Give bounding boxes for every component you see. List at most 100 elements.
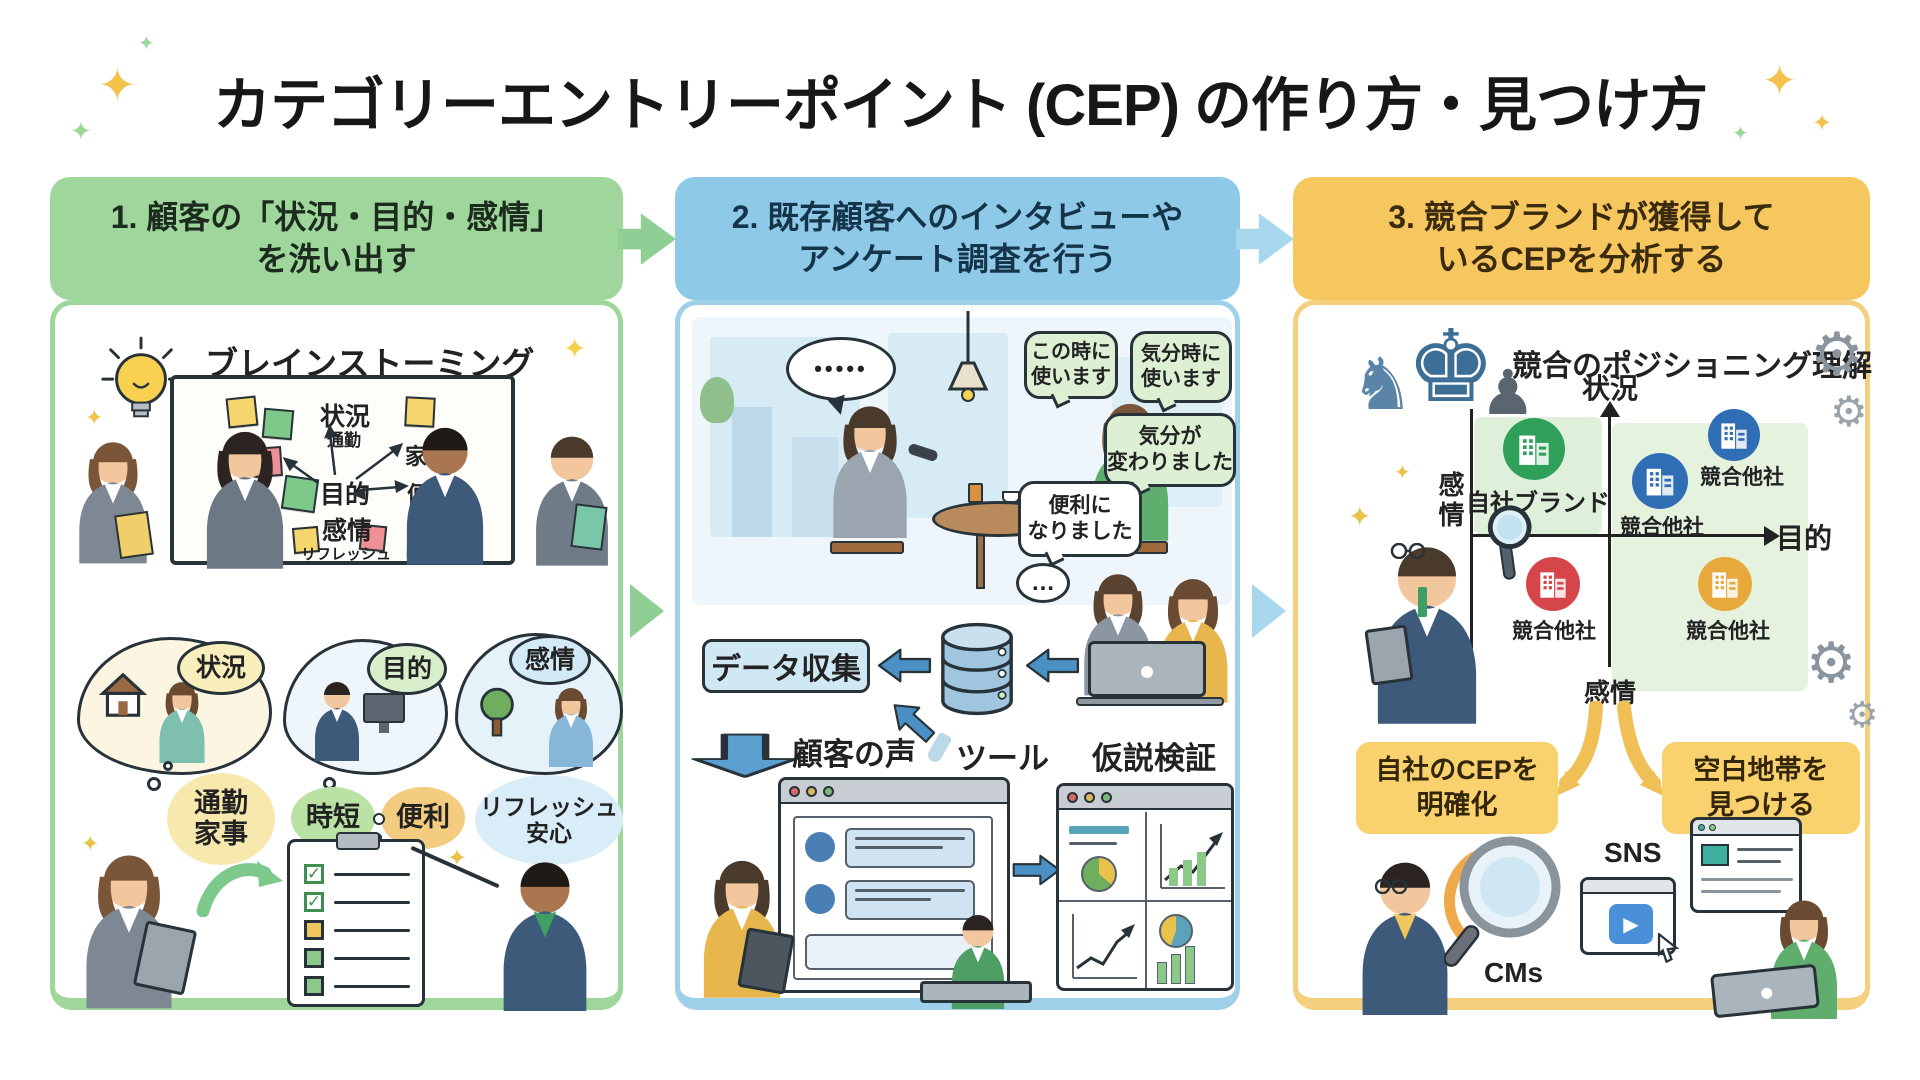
- speech-dots-bubble-small: …: [1016, 563, 1070, 603]
- clipboard: [1364, 624, 1414, 686]
- sparkle-icon: ✦: [85, 405, 104, 430]
- doc-line: [1737, 848, 1793, 851]
- teal-clipboard: [570, 503, 608, 551]
- document-window-icon: [1690, 817, 1802, 913]
- window-titlebar: [781, 780, 1007, 804]
- sparkle-icon: ✦: [138, 33, 155, 55]
- step3-header-line1: 3. 競合ブランドが獲得して: [1388, 198, 1775, 235]
- chair: [830, 541, 904, 554]
- step1-header-line1: 1. 顧客の「状況・目的・感情」: [110, 198, 563, 235]
- speech-line: リフレッシュ: [480, 793, 618, 820]
- board-word-kanjou: 感情: [322, 517, 373, 545]
- window-dot-red: [789, 785, 800, 797]
- axis-label-right: 目的: [1776, 523, 1833, 554]
- chat-message: [845, 880, 975, 920]
- chart-divider: [1059, 900, 1231, 902]
- building-icon: [1512, 427, 1556, 471]
- gear-icon: ⚙: [1830, 388, 1868, 435]
- checklist-line: [334, 985, 410, 988]
- step1-to-step2-arrow-icon: [614, 206, 680, 272]
- speech-trail-dot: [373, 813, 385, 825]
- speech-line: 家事: [194, 819, 248, 849]
- own-cep-line: 明確化: [1416, 790, 1498, 820]
- mini-bar: [1185, 946, 1195, 984]
- tool-label: ツール: [956, 741, 1049, 776]
- plant-icon: [700, 377, 734, 423]
- flow-arrow-green-icon: [630, 584, 664, 638]
- arrow-chat-to-charts-icon: [1012, 853, 1062, 887]
- mini-bar: [1069, 826, 1129, 834]
- quote-bubble-1: この時に 使います: [1024, 331, 1118, 409]
- window-dot-yellow: [1084, 791, 1095, 803]
- sparkle-icon: ✦: [70, 116, 92, 146]
- glasses-icon: [1374, 879, 1408, 894]
- speech-line: 安心: [526, 820, 572, 846]
- line-chart-up-icon: [1160, 824, 1225, 889]
- checklist-board: ✓ ✓: [287, 832, 425, 1007]
- person-illustration: [193, 423, 297, 569]
- window-pane: [888, 333, 1008, 518]
- house-icon: [98, 672, 148, 717]
- checklist-clip: [336, 832, 380, 850]
- gear-icon: ⚙: [1806, 631, 1857, 694]
- step2-panel: ••••• この時に 使います 気分時に 使います 気分が 変わりました 便利に: [675, 300, 1240, 1010]
- yellow-folder: [114, 510, 154, 560]
- checkbox-checked: ✓: [304, 892, 324, 912]
- quote-line: 気分時に: [1141, 343, 1221, 365]
- mindmap-arrows-icon: [282, 424, 409, 500]
- voice-label: 顧客の声: [792, 737, 916, 772]
- competitor-marker-blue: [1708, 409, 1760, 461]
- gear-icon: ⚙: [1846, 694, 1879, 735]
- whitespace-line: 見つける: [1707, 790, 1815, 820]
- checkbox-green: [304, 976, 324, 996]
- competitor-marker-blue: [1632, 453, 1688, 509]
- competitor-marker-yellow: [1698, 557, 1752, 611]
- laptop-logo: [1760, 987, 1773, 1000]
- chess-pawn-icon: ♟: [1480, 359, 1536, 428]
- quote-line: 気分が: [1138, 424, 1202, 448]
- gear-icon: ⚙: [1810, 321, 1864, 388]
- sparkle-icon: ✦: [1762, 57, 1798, 104]
- quote-line: なりました: [1027, 520, 1133, 543]
- step1-header: 1. 顧客の「状況・目的・感情」 を洗い出す: [50, 177, 623, 300]
- person-illustration: [475, 853, 615, 1011]
- sparkle-icon: ✦: [1348, 501, 1372, 532]
- own-cep-line: 自社のCEPを: [1375, 754, 1539, 785]
- sns-player-window: ▶: [1580, 877, 1676, 955]
- laptop-base: [1076, 697, 1224, 706]
- own-brand-marker: [1503, 418, 1565, 480]
- person-illustration: [307, 677, 367, 761]
- charts-window: [1056, 783, 1234, 991]
- axis-label-left: 感情: [1435, 471, 1465, 531]
- speech-dots-bubble: •••••: [786, 337, 896, 401]
- sparkle-icon: ✦: [563, 333, 587, 364]
- sparkle-icon: ✦: [1394, 462, 1411, 484]
- checklist-line: [334, 873, 410, 876]
- person-interviewer: [820, 387, 920, 549]
- speech-refresh-anshin: リフレッシュ 安心: [475, 775, 623, 865]
- doc-line: [1737, 860, 1781, 863]
- coffee-cup: [968, 483, 983, 503]
- pie-chart-icon: [1159, 914, 1193, 948]
- step2-to-step3-arrow-icon: [1232, 206, 1298, 272]
- quadrant-left-axis: [1470, 409, 1473, 707]
- step3-panel: ♞ ♚ ♟ ✦ ✦ 競合のポジショニング理解 ⚙ ⚙ ⚙ ⚙ 状況 目的 感情 …: [1293, 300, 1878, 1010]
- window-dot-red: [1067, 791, 1078, 803]
- tablet-icon: [737, 927, 795, 995]
- quote-line: 使います: [1141, 368, 1221, 390]
- thought-trail-dot: [147, 777, 161, 791]
- window-titlebar: [1059, 786, 1231, 810]
- monitor-icon: [363, 693, 405, 723]
- thought-trail-dot: [163, 761, 173, 771]
- green-curved-arrow-icon: [196, 861, 283, 917]
- user-avatar-icon: [805, 884, 835, 914]
- doc-block: [1701, 844, 1729, 866]
- thought-label-purpose: 目的: [367, 643, 447, 695]
- chess-knight-icon: ♞: [1350, 345, 1415, 425]
- quadrant-vertical-axis: [1608, 417, 1611, 667]
- competitor-label: 競合他社: [1620, 516, 1704, 539]
- positioning-title: 競合のポジショニング理解: [1512, 350, 1872, 383]
- chess-king-icon: ♚: [1406, 311, 1496, 423]
- checkbox-checked: ✓: [304, 864, 324, 884]
